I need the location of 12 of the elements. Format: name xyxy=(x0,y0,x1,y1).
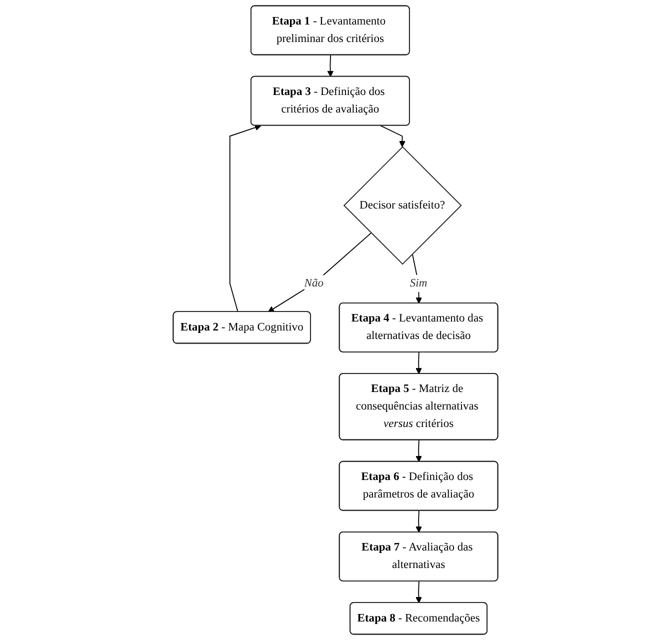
arrow xyxy=(416,352,422,374)
arrow xyxy=(416,510,422,533)
edge-label: Não xyxy=(304,277,324,290)
arrow xyxy=(229,124,262,312)
edge-label: Sim xyxy=(410,277,428,290)
arrow xyxy=(327,54,334,77)
arrow xyxy=(268,232,372,312)
arrow xyxy=(412,253,422,304)
node-diamond: Decisor satisfeito? xyxy=(343,146,462,265)
arrow xyxy=(380,125,406,148)
arrow xyxy=(416,440,422,462)
arrow xyxy=(416,580,422,604)
